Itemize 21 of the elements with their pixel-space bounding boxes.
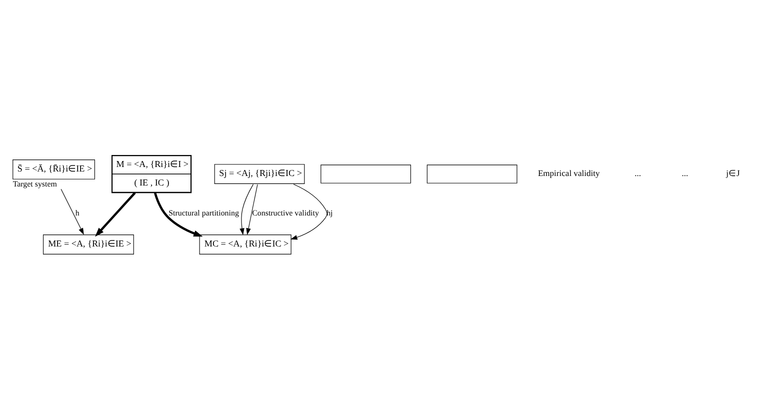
node-box: MC = <A, {Ri}i∈IC > xyxy=(199,234,292,254)
arrow xyxy=(95,192,136,237)
node-box: Sj = <Aj, {Rji}i∈IC > xyxy=(214,164,305,184)
arrow xyxy=(240,184,254,236)
label: j∈J xyxy=(726,168,740,178)
label: ... xyxy=(634,168,641,178)
arrow xyxy=(154,192,203,237)
edge-label: Constructive validity xyxy=(252,208,319,218)
arrow xyxy=(246,184,258,236)
edge-label: hj xyxy=(326,208,333,218)
edge-label: Structural partitioning xyxy=(168,208,239,218)
node-label: Target system xyxy=(12,180,57,189)
arrow xyxy=(60,188,84,235)
edge-label: h xyxy=(75,208,80,218)
arrow xyxy=(290,184,328,240)
node-box xyxy=(426,164,518,184)
node-box xyxy=(320,164,411,184)
label: Empirical validity xyxy=(538,168,600,178)
node-box: ME = <A, {Ri}i∈IE > xyxy=(43,234,134,254)
node-box: S̄ = <Ā, {R̄i}i∈IE > xyxy=(12,160,95,180)
label: ... xyxy=(682,168,688,178)
